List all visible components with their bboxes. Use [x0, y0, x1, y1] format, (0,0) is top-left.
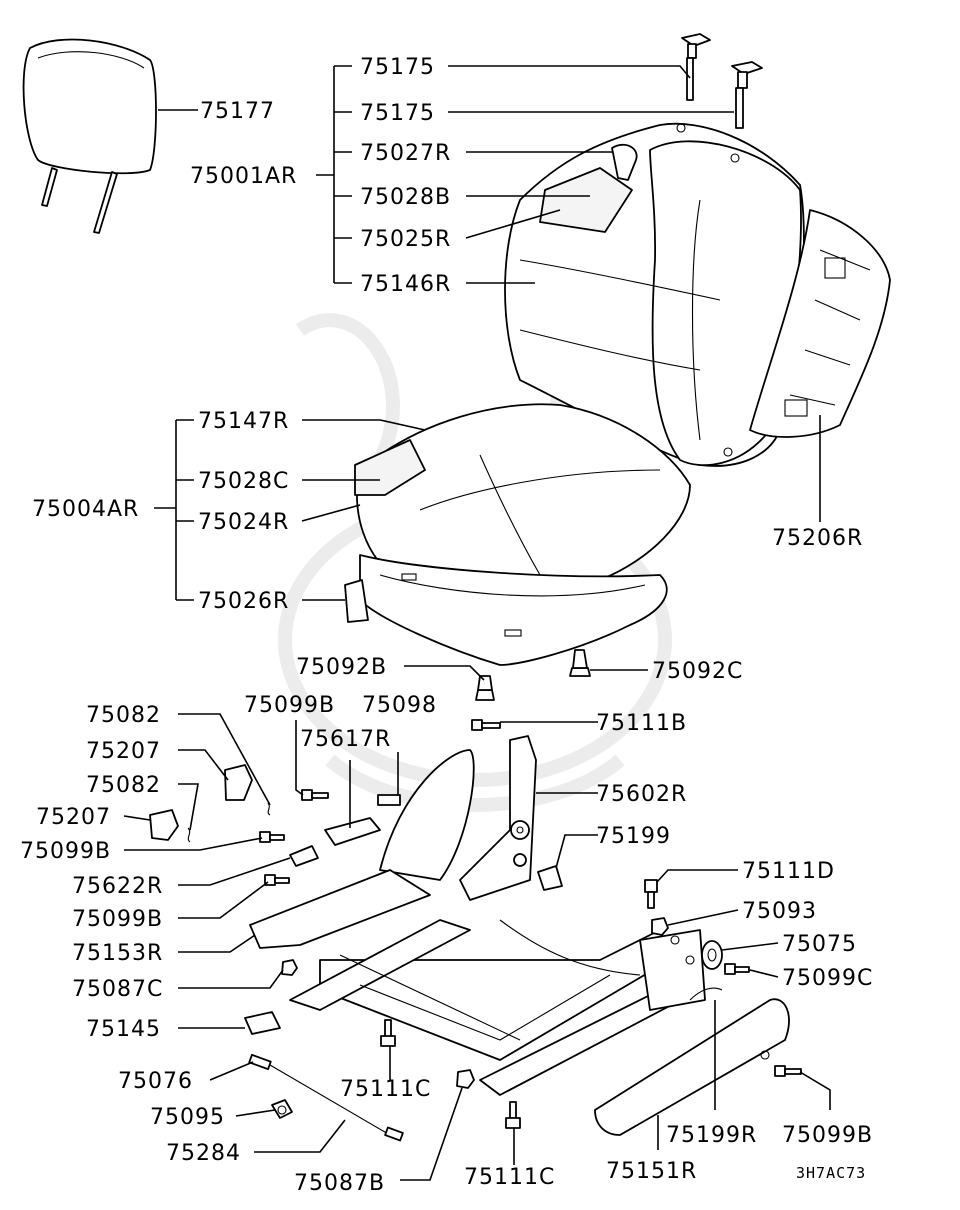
label-clip-b[interactable]: 75092B	[296, 655, 387, 680]
clip-75092c-part[interactable]	[569, 649, 591, 677]
label-nut-c[interactable]: 75087C	[72, 977, 163, 1002]
knob-75207-a-part[interactable]	[224, 764, 253, 801]
label-back-board[interactable]: 75206R	[772, 526, 863, 551]
label-cushion-cover[interactable]: 75147R	[198, 409, 289, 434]
label-screw-top[interactable]: 75099B	[244, 693, 335, 718]
label-bolt-b[interactable]: 75111B	[596, 711, 687, 736]
bolt-75111b-part[interactable]	[471, 719, 501, 731]
guide-pin-1-part[interactable]	[681, 33, 711, 101]
screw-75099b-a-part[interactable]	[259, 831, 285, 843]
screw-75099b-b-part[interactable]	[264, 874, 290, 886]
bolt-75111c-b-part[interactable]	[505, 1101, 521, 1129]
label-knob-b[interactable]: 75207	[36, 805, 111, 830]
label-nut-093[interactable]: 75093	[742, 899, 817, 924]
label-clamp[interactable]: 75095	[150, 1105, 225, 1130]
label-back-pad-r[interactable]: 75025R	[360, 227, 451, 252]
label-side-cover[interactable]: 75153R	[72, 941, 163, 966]
bolt-75111d-part[interactable]	[644, 879, 658, 909]
bracket-75622r-part[interactable]	[289, 845, 319, 867]
label-spring-a[interactable]: 75082	[86, 703, 161, 728]
label-back-frame-pad[interactable]: 75027R	[360, 141, 451, 166]
back-board-part[interactable]	[749, 209, 891, 438]
label-clip-199[interactable]: 75199	[596, 824, 671, 849]
label-back-assy[interactable]: 75001AR	[190, 164, 297, 189]
back-pad-dotted-part[interactable]	[539, 143, 638, 233]
label-clip-c[interactable]: 75092C	[652, 659, 743, 684]
leader-lines	[123, 65, 831, 1181]
seat-cushion-part[interactable]	[354, 403, 691, 596]
clip-75199-part[interactable]	[537, 865, 563, 891]
label-bolt-c-b[interactable]: 75111C	[464, 1165, 555, 1190]
screw-75099b-top-part[interactable]	[301, 789, 329, 801]
label-cable[interactable]: 75284	[166, 1141, 241, 1166]
washer-75075-part[interactable]	[701, 940, 723, 970]
label-cushion-assy[interactable]: 75004AR	[32, 497, 139, 522]
label-headrest[interactable]: 75177	[200, 99, 275, 124]
label-spring-b[interactable]: 75082	[86, 773, 161, 798]
label-screw-c[interactable]: 75099C	[782, 966, 873, 991]
seat-rail-frame-part[interactable]	[289, 919, 706, 1096]
bolt-75111c-a-part[interactable]	[380, 1019, 396, 1047]
side-frame-left-part[interactable]	[249, 749, 475, 949]
lever-cap-75145-part[interactable]	[244, 1011, 281, 1035]
clip-75199r-part[interactable]	[689, 987, 723, 1001]
knob-75207-b-part[interactable]	[149, 809, 179, 841]
plate-75098-part[interactable]	[377, 794, 401, 806]
label-recliner[interactable]: 75602R	[596, 782, 687, 807]
label-washer[interactable]: 75075	[782, 932, 857, 957]
label-pin-b[interactable]: 75175	[360, 101, 435, 126]
label-bolt-d[interactable]: 75111D	[742, 859, 835, 884]
label-clip-r[interactable]: 75199R	[666, 1123, 757, 1148]
label-screw-right[interactable]: 75099B	[782, 1123, 873, 1148]
label-lever-cap[interactable]: 75145	[86, 1017, 161, 1042]
label-cushion-frame[interactable]: 75026R	[198, 589, 289, 614]
screw-75099c-part[interactable]	[724, 963, 750, 975]
label-back-pad-b[interactable]: 75028B	[360, 185, 451, 210]
cushion-frame-part[interactable]	[344, 554, 668, 666]
guide-pin-2-part[interactable]	[731, 61, 763, 129]
clamp-75095-part[interactable]	[271, 1099, 293, 1119]
spring-75082-b-part[interactable]	[187, 827, 191, 843]
screw-75099b-right-part[interactable]	[774, 1065, 802, 1077]
tube-75076-part[interactable]	[248, 1053, 272, 1071]
nut-75087b-part[interactable]	[456, 1069, 475, 1089]
label-plate[interactable]: 75098	[362, 693, 437, 718]
clip-75092b-part[interactable]	[475, 675, 495, 701]
part-labels: 75177 75175 75175 75001AR 75027R 75028B …	[20, 55, 873, 1196]
label-spacer[interactable]: 75617R	[300, 727, 391, 752]
label-pin-a[interactable]: 75175	[360, 55, 435, 80]
label-bolt-c-a[interactable]: 75111C	[340, 1077, 431, 1102]
recliner-bracket-part[interactable]	[459, 735, 537, 901]
diagram-code: 3H7AC73	[796, 1164, 866, 1182]
label-tube[interactable]: 75076	[118, 1069, 193, 1094]
label-screw-b[interactable]: 75099B	[72, 907, 163, 932]
label-nut-b[interactable]: 75087B	[294, 1171, 385, 1196]
spacer-75617r-part[interactable]	[324, 817, 381, 846]
label-cushion-pad-c[interactable]: 75028C	[198, 469, 289, 494]
nut-75093-part[interactable]	[651, 917, 669, 936]
cable-75284-part[interactable]	[269, 1064, 404, 1142]
label-bracket[interactable]: 75622R	[72, 874, 163, 899]
label-knob-a[interactable]: 75207	[86, 739, 161, 764]
label-back-cover[interactable]: 75146R	[360, 272, 451, 297]
headrest-part[interactable]	[22, 38, 157, 234]
nut-75087c-part[interactable]	[281, 959, 298, 976]
label-rail-cover[interactable]: 75151R	[606, 1159, 697, 1184]
label-screw-a[interactable]: 75099B	[20, 839, 111, 864]
label-cushion-pad-r[interactable]: 75024R	[198, 510, 289, 535]
rail-cover-part[interactable]	[594, 998, 790, 1136]
